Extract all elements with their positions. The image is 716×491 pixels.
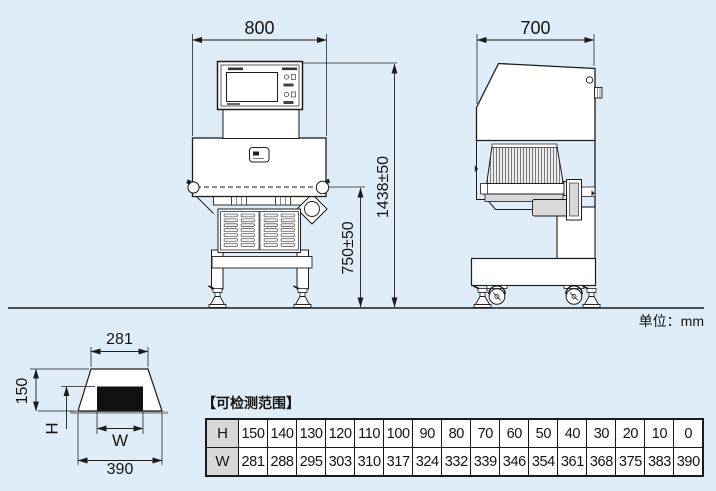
front-width-dim-label: 800	[244, 18, 275, 38]
h-value-cell: 70	[470, 418, 501, 448]
right-pulley	[315, 180, 330, 195]
h-value-cell: 120	[325, 418, 356, 448]
control-panel	[216, 60, 304, 111]
h-value-cell: 60	[499, 418, 530, 448]
side-right-caster	[563, 284, 585, 306]
h-value-cell: 140	[267, 418, 298, 448]
side-conveyor	[480, 179, 596, 221]
aperture-h-symbol: H	[42, 422, 62, 435]
side-depth-dim-label: 700	[520, 18, 551, 38]
hood-outline	[475, 62, 596, 142]
belt-height-dim-label: 750±50	[340, 221, 357, 275]
h-value-cell: 40	[557, 418, 588, 448]
w-value-cell: 310	[354, 447, 385, 477]
unit-note: 单位：mm	[638, 313, 704, 329]
w-value-cell: 317	[383, 447, 414, 477]
w-value-cell: 281	[237, 447, 269, 477]
dimension-lines	[192, 34, 595, 308]
w-value-cell: 361	[557, 447, 588, 477]
tunnel-curtain	[485, 143, 565, 186]
side-left-foot	[472, 285, 492, 309]
h-value-cell: 20	[615, 418, 646, 448]
brand-logo	[227, 103, 240, 105]
w-row-header: W	[205, 447, 239, 477]
h-value-cell: 130	[296, 418, 327, 448]
aperture-w-symbol: W	[111, 431, 129, 450]
aperture-top-width-label: 281	[106, 331, 133, 348]
button-cluster	[283, 74, 296, 104]
table-row-h: H 150 140 130 120 110 100 90 80 70 60 50…	[205, 418, 704, 448]
side-view-drawing	[470, 62, 603, 309]
detection-range-title: 【可检测范围】	[202, 395, 300, 411]
w-value-cell: 295	[296, 447, 327, 477]
w-value-cell: 383	[644, 447, 675, 477]
side-right-foot	[581, 285, 601, 309]
w-value-cell: 339	[470, 447, 501, 477]
vent-panel	[217, 208, 301, 253]
side-left-caster	[486, 284, 508, 306]
h-row-header: H	[205, 418, 239, 448]
h-value-cell: 150	[237, 418, 269, 448]
h-value-cell: 80	[441, 418, 472, 448]
w-value-cell: 390	[673, 447, 704, 477]
front-view-drawing	[186, 60, 331, 309]
h-value-cell: 100	[383, 418, 414, 448]
door-handle	[249, 147, 270, 163]
h-value-cell: 0	[673, 418, 704, 448]
aperture-base-width-label: 390	[106, 461, 134, 478]
w-value-cell: 354	[528, 447, 559, 477]
w-value-cell: 368	[586, 447, 617, 477]
w-value-cell: 346	[499, 447, 530, 477]
hinge-mark	[474, 165, 479, 172]
table-row-w: W 281 288 295 303 310 317 324 332 339 34…	[205, 447, 704, 477]
w-value-cell: 324	[412, 447, 443, 477]
h-value-cell: 90	[412, 418, 443, 448]
w-value-cell: 375	[615, 447, 646, 477]
left-pulley	[187, 181, 200, 194]
aperture-diagram	[30, 347, 168, 465]
total-height-dim-label: 1438±50	[375, 155, 392, 219]
product-block	[97, 386, 143, 411]
detection-range-table: H 150 140 130 120 110 100 90 80 70 60 50…	[205, 418, 704, 477]
w-value-cell: 303	[325, 447, 356, 477]
w-value-cell: 332	[441, 447, 472, 477]
display-screen	[226, 72, 278, 102]
h-value-cell: 10	[644, 418, 675, 448]
side-connector	[594, 87, 603, 99]
reject-chute	[296, 193, 328, 225]
h-value-cell: 50	[528, 418, 559, 448]
h-value-cell: 30	[586, 418, 617, 448]
w-value-cell: 288	[267, 447, 298, 477]
indicator-lamp	[585, 76, 594, 84]
h-value-cell: 110	[354, 418, 385, 448]
aperture-height-label: 150	[14, 377, 31, 405]
